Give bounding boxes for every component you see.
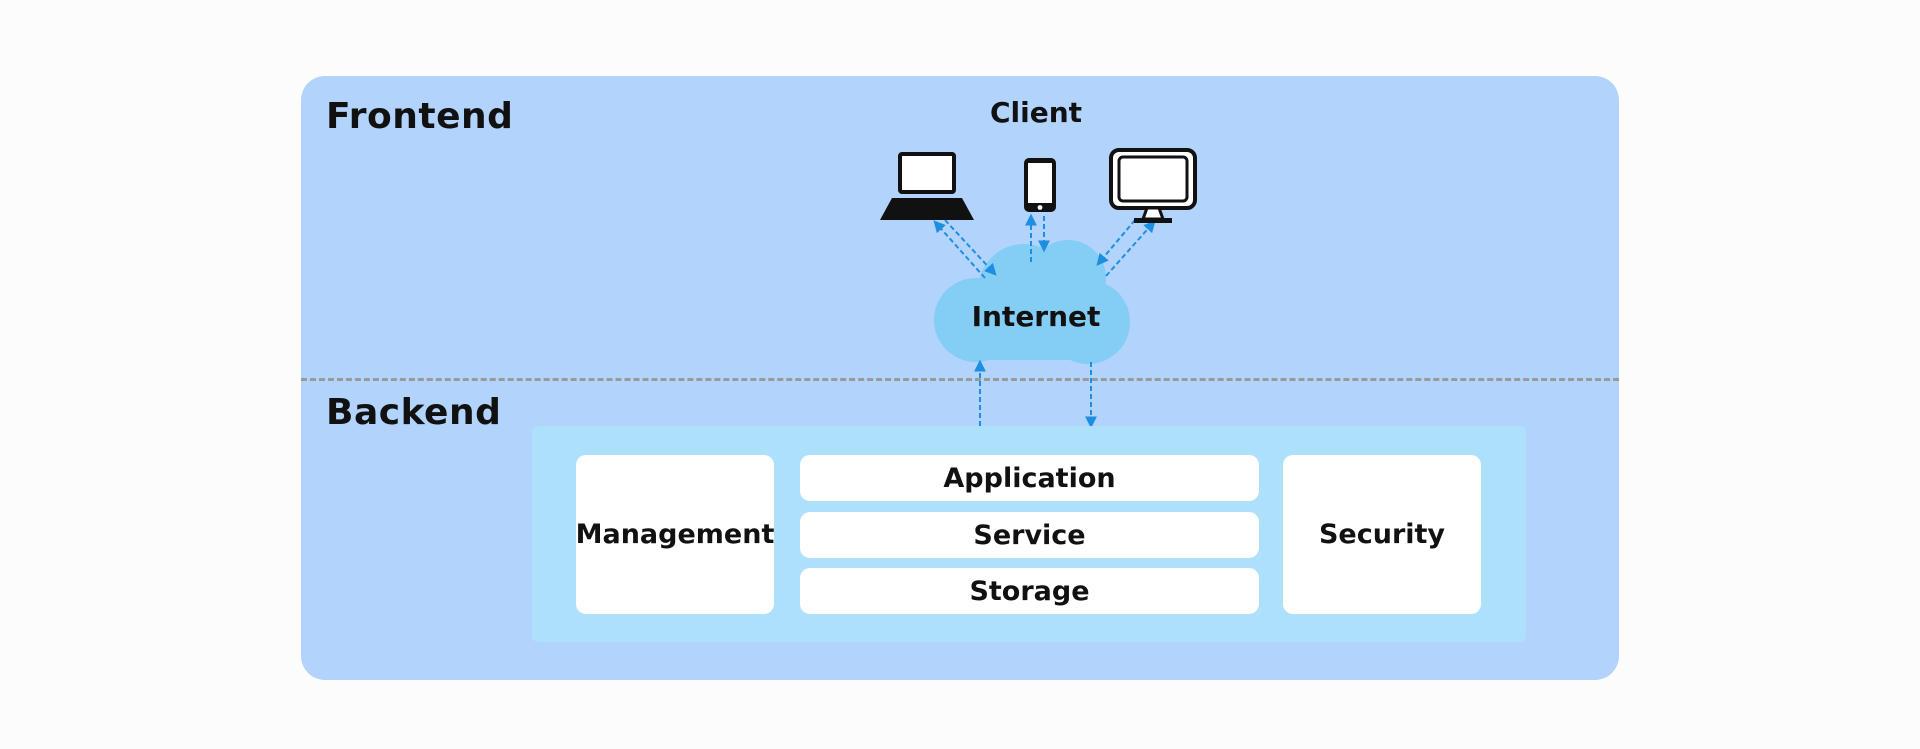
phone-icon [1024,158,1056,212]
arrow-monitor-down [1096,219,1136,266]
arrow-laptop-up [933,220,986,279]
storage-layer: Storage [800,568,1259,614]
laptop-icon [880,152,974,220]
internet-label: Internet [971,300,1101,333]
application-layer: Application [800,455,1259,501]
monitor-icon [1109,148,1197,223]
client-title: Client [990,96,1083,129]
arrow-monitor-up [1105,220,1156,277]
internet-cloud-icon [934,240,1130,364]
arrow-laptop-down [944,219,997,276]
security-box: Security [1283,455,1481,614]
frontend-title: Frontend [326,96,514,137]
frontend-backend-divider [301,378,1619,381]
management-box: Management [576,455,774,614]
service-layer: Service [800,512,1259,558]
backend-title: Backend [326,392,502,433]
